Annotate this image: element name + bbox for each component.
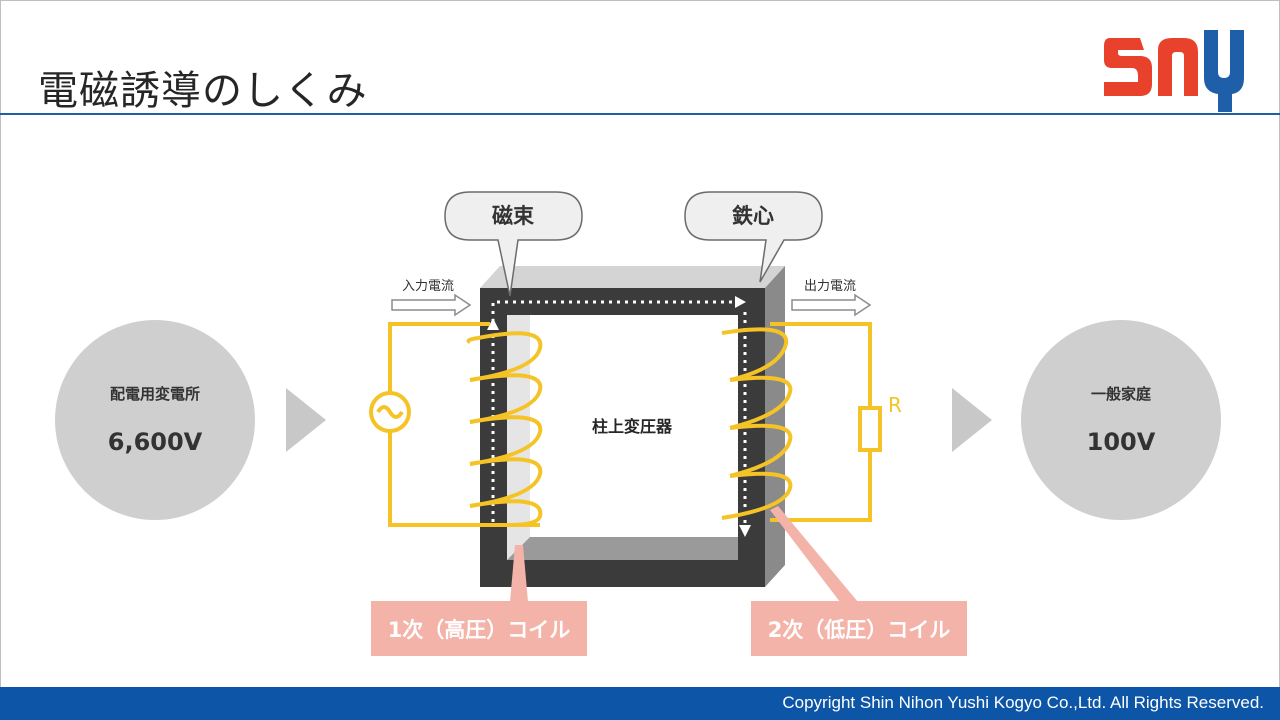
- input-current-arrow: [391, 293, 472, 317]
- copyright-text: Copyright Shin Nihon Yushi Kogyo Co.,Ltd…: [782, 693, 1264, 712]
- flux-arrowhead-top: [735, 296, 746, 308]
- destination-name: 一般家庭: [1090, 385, 1151, 403]
- core-window: [530, 315, 738, 537]
- flux-callout: [444, 191, 583, 297]
- flux-arrowhead-down: [739, 525, 751, 537]
- primary-coil-label: 1次（高圧）コイル: [371, 601, 587, 656]
- secondary-coil: [721, 327, 793, 520]
- destination-voltage: 100V: [1086, 428, 1156, 456]
- magnetic-flux-path: [491, 300, 735, 522]
- secondary-circuit: [770, 322, 882, 522]
- primary-circuit: [369, 322, 540, 527]
- core-callout-text: 鉄心: [732, 204, 774, 228]
- footer-bar: Copyright Shin Nihon Yushi Kogyo Co.,Ltd…: [0, 687, 1280, 720]
- core-inner-bottom-face: [507, 537, 738, 560]
- source-voltage: 6,600V: [107, 428, 203, 456]
- core-top-face: [480, 266, 785, 288]
- secondary-coil-label: 2次（低圧）コイル: [751, 601, 967, 656]
- household-node: [1021, 320, 1221, 520]
- output-current-label: 出力電流: [804, 279, 856, 294]
- input-current-label: 入力電流: [402, 279, 454, 294]
- primary-coil: [466, 331, 543, 527]
- flux-callout-text: 磁束: [492, 204, 535, 228]
- company-logo: [1104, 30, 1244, 112]
- flux-arrowhead-up: [487, 318, 499, 330]
- resistor-label: R: [888, 393, 902, 417]
- output-current-arrow: [791, 293, 872, 317]
- flow-arrow-left: [286, 388, 326, 452]
- source-substation-node: [55, 320, 255, 520]
- primary-coil-pointer: [510, 545, 528, 602]
- source-name: 配電用変電所: [109, 385, 200, 403]
- induction-diagram: 磁束 鉄心 入力電流 出力電流 R 柱上変圧器: [55, 191, 1221, 602]
- secondary-coil-pointer: [770, 506, 858, 602]
- title-underline: [0, 113, 1280, 115]
- core-callout: [684, 191, 823, 283]
- transformer-label: 柱上変圧器: [592, 417, 673, 436]
- page-title: 電磁誘導のしくみ: [38, 68, 368, 114]
- flow-arrow-right: [952, 388, 992, 452]
